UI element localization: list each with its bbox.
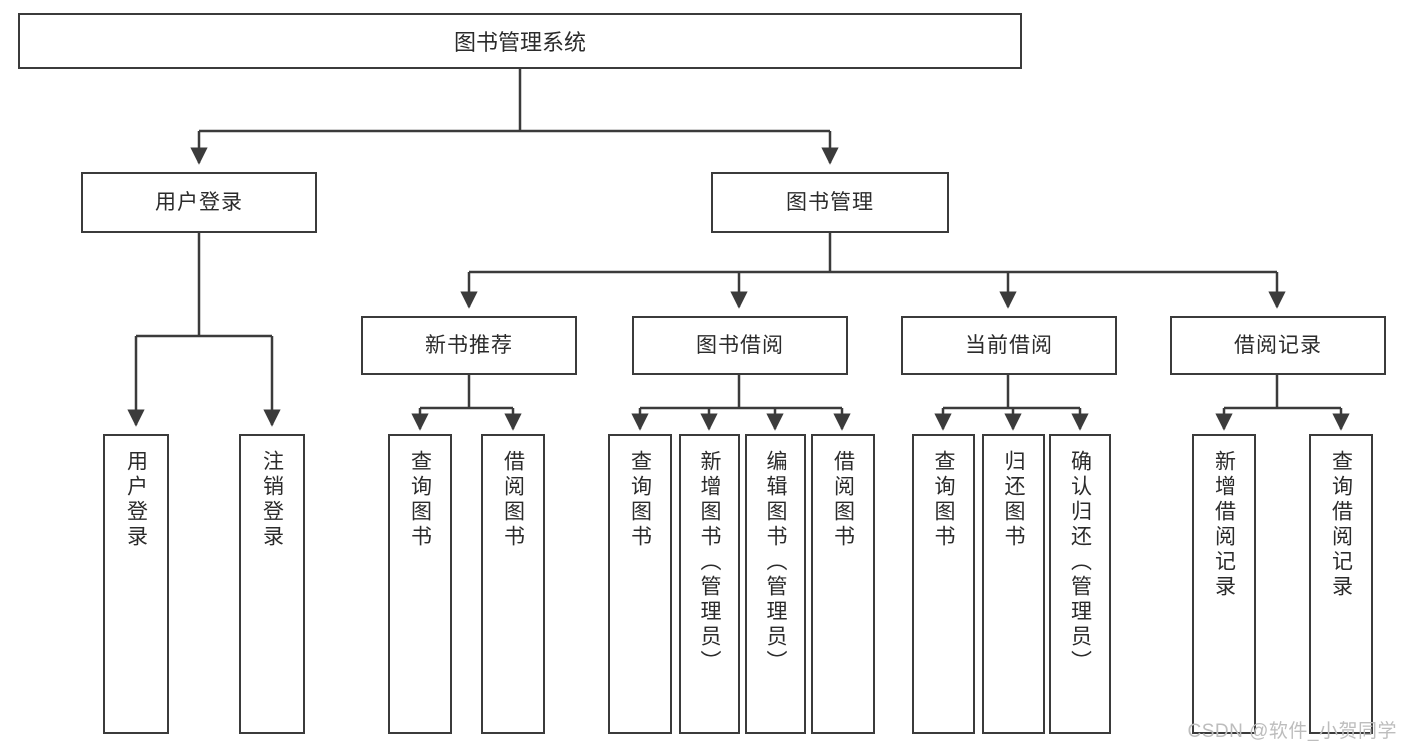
leaf-current-confirm-return[interactable]: 确认归还（管理员） (1049, 434, 1111, 734)
leaf-new-book-query-label: 查询图书 (408, 450, 432, 550)
node-user-login[interactable]: 用户登录 (81, 172, 317, 233)
node-book-borrow-label: 图书借阅 (696, 333, 784, 357)
leaf-current-query-book-label: 查询图书 (932, 450, 955, 550)
leaf-new-book-borrow[interactable]: 借阅图书 (481, 434, 545, 734)
node-borrow-record[interactable]: 借阅记录 (1170, 316, 1386, 375)
node-current-borrow[interactable]: 当前借阅 (901, 316, 1117, 375)
leaf-record-add-label: 新增借阅记录 (1212, 450, 1236, 600)
leaf-borrow-borrow-book[interactable]: 借阅图书 (811, 434, 875, 734)
leaf-new-book-query[interactable]: 查询图书 (388, 434, 452, 734)
leaf-new-book-borrow-label: 借阅图书 (501, 450, 525, 550)
leaf-user-login-label: 用户登录 (124, 450, 148, 550)
leaf-current-return-book-label: 归还图书 (1002, 450, 1025, 550)
leaf-borrow-borrow-book-label: 借阅图书 (831, 450, 855, 550)
leaf-current-query-book[interactable]: 查询图书 (912, 434, 975, 734)
leaf-borrow-edit-book-label: 编辑图书（管理员） (764, 450, 787, 675)
node-book-management[interactable]: 图书管理 (711, 172, 949, 233)
node-new-book-recommend[interactable]: 新书推荐 (361, 316, 577, 375)
leaf-current-return-book[interactable]: 归还图书 (982, 434, 1045, 734)
node-book-management-label: 图书管理 (786, 190, 874, 214)
leaf-logout[interactable]: 注销登录 (239, 434, 305, 734)
leaf-borrow-add-book-label: 新增图书（管理员） (698, 450, 721, 675)
node-current-borrow-label: 当前借阅 (965, 333, 1053, 357)
leaf-borrow-edit-book[interactable]: 编辑图书（管理员） (745, 434, 806, 734)
leaf-current-confirm-return-label: 确认归还（管理员） (1068, 450, 1092, 675)
leaf-borrow-query-book[interactable]: 查询图书 (608, 434, 672, 734)
node-user-login-label: 用户登录 (155, 190, 243, 214)
leaf-logout-label: 注销登录 (260, 450, 284, 550)
csdn-watermark: CSDN @软件_小贺同学 (1187, 721, 1397, 742)
leaf-record-add[interactable]: 新增借阅记录 (1192, 434, 1256, 734)
leaf-record-query[interactable]: 查询借阅记录 (1309, 434, 1373, 734)
node-new-book-recommend-label: 新书推荐 (425, 333, 513, 357)
node-root[interactable]: 图书管理系统 (18, 13, 1022, 69)
leaf-borrow-query-book-label: 查询图书 (628, 450, 652, 550)
leaf-user-login[interactable]: 用户登录 (103, 434, 169, 734)
node-root-label: 图书管理系统 (453, 30, 586, 55)
leaf-record-query-label: 查询借阅记录 (1329, 450, 1353, 600)
leaf-borrow-add-book[interactable]: 新增图书（管理员） (679, 434, 740, 734)
node-book-borrow[interactable]: 图书借阅 (632, 316, 848, 375)
node-borrow-record-label: 借阅记录 (1234, 333, 1322, 357)
